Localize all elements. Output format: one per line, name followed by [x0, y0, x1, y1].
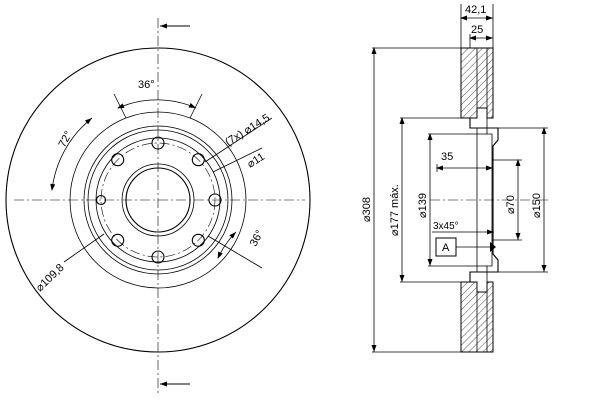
- dia-hub-label: ⌀139: [417, 193, 429, 218]
- front-view: 36° 72° 36° (7x) ⌀14,5 ⌀11 ⌀109,8: [5, 18, 311, 394]
- bolt-hole: [151, 250, 165, 264]
- bolt-hole: [191, 233, 205, 247]
- disc-outer-edge: [5, 47, 311, 353]
- depth-hat-label: 35: [441, 151, 453, 163]
- angle-top-label: 36°: [138, 79, 155, 91]
- bolt-hole: [95, 194, 107, 206]
- datum-triangle: [490, 242, 496, 252]
- hat-inner-edge: [87, 129, 229, 271]
- angle-arc-left: [50, 117, 93, 191]
- bolt-hole-leader: [204, 117, 273, 163]
- width-hat-label: 25: [471, 24, 483, 36]
- hat-outer-edge: [83, 125, 233, 275]
- bolt-hole: [151, 136, 165, 150]
- bolt-hole: [208, 193, 222, 207]
- chamfer-label: 3x45°: [433, 221, 459, 232]
- angle-left-label: 72°: [57, 129, 75, 149]
- bolt-circle: [100, 142, 216, 258]
- hub-pcd-leader: [63, 233, 105, 263]
- center-bore: [125, 167, 191, 233]
- center-bore-outer: [121, 163, 195, 237]
- bolt-holes: [95, 136, 222, 264]
- bolt-hole-label: (7x) ⌀14,5: [223, 112, 272, 149]
- section-view: 42,1 25 ⌀308 ⌀177 máx.: [361, 4, 548, 353]
- pcd-leader: [212, 147, 263, 173]
- dia-friction-inner-label: ⌀177 máx.: [389, 184, 401, 236]
- angle-right-label: 36°: [248, 228, 266, 248]
- bolt-hole: [191, 153, 205, 167]
- dia-outer-label: ⌀308: [361, 197, 373, 222]
- friction-inner-edge: [69, 111, 247, 289]
- dia-bore-label: ⌀70: [505, 195, 517, 214]
- angle-arc-right: [217, 231, 237, 259]
- bolt-hole: [111, 233, 125, 247]
- width-total-label: 42,1: [465, 4, 486, 16]
- dia-hat-label: ⌀150: [531, 193, 543, 218]
- pcd-label: ⌀11: [245, 151, 267, 171]
- angle-arc-top: [117, 99, 197, 109]
- hub-pcd-label: ⌀109,8: [34, 262, 67, 294]
- datum-label: A: [442, 242, 450, 254]
- bolt-hole: [111, 153, 125, 167]
